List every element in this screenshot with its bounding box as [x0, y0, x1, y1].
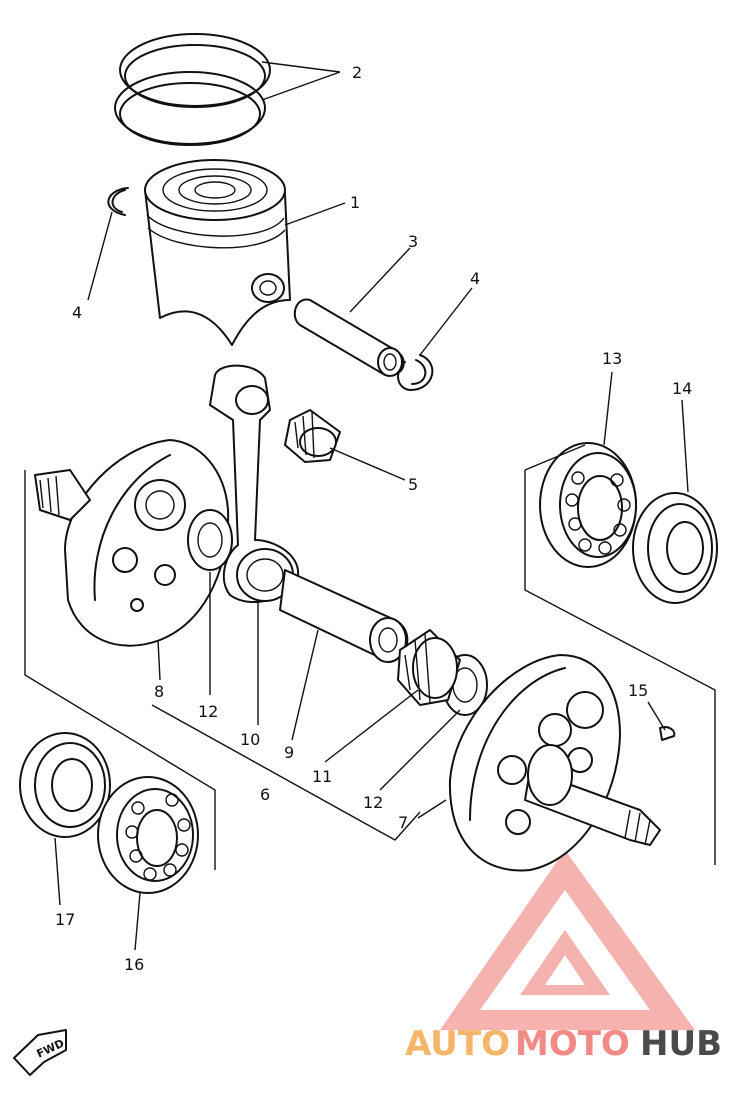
callout-16: 16	[124, 955, 144, 974]
callout-10: 10	[240, 730, 260, 749]
piston-pin	[293, 298, 405, 377]
crank-half-left	[34, 439, 230, 647]
grouping-lines	[24, 444, 716, 870]
fwd-arrow-icon: FWD	[13, 1029, 67, 1076]
callout-1: 1	[350, 193, 360, 212]
callout-12-left: 12	[198, 702, 218, 721]
callouts: 2 1 3 4 4 5 13 14 15 8 12 10 9 6 11 12 7…	[55, 63, 692, 974]
watermark-hub: HUB	[640, 1024, 722, 1064]
callout-4-left: 4	[72, 303, 82, 322]
callout-17: 17	[55, 910, 75, 929]
woodruff-key	[659, 726, 676, 741]
crank-pin	[279, 569, 409, 663]
callout-13: 13	[602, 349, 622, 368]
piston-rings	[114, 33, 271, 146]
callout-8: 8	[154, 682, 164, 701]
small-end-bearing	[284, 409, 341, 463]
callout-2: 2	[352, 63, 362, 82]
bearing-14	[632, 492, 718, 604]
big-end-bearing	[397, 629, 461, 706]
watermark-moto: MOTO	[515, 1024, 630, 1064]
bearing-17	[19, 732, 111, 838]
callout-4-right: 4	[470, 269, 480, 288]
piston	[144, 159, 291, 346]
bearing-16	[97, 776, 199, 894]
callout-5: 5	[408, 475, 418, 494]
crank-half-right	[448, 654, 661, 872]
callout-6: 6	[260, 785, 270, 804]
connecting-rod	[209, 364, 300, 604]
leader-lines	[54, 61, 689, 951]
callout-14: 14	[672, 379, 692, 398]
watermark-auto: AUTO	[405, 1024, 510, 1064]
watermark-logo	[440, 850, 695, 1030]
callout-11: 11	[312, 767, 332, 786]
callout-12-right: 12	[363, 793, 383, 812]
callout-7: 7	[398, 813, 408, 832]
callout-15: 15	[628, 681, 648, 700]
callout-9: 9	[284, 743, 294, 762]
watermark-text: AUTO MOTO HUB	[405, 1024, 722, 1064]
callout-3: 3	[408, 232, 418, 251]
bearing-13	[539, 442, 637, 568]
